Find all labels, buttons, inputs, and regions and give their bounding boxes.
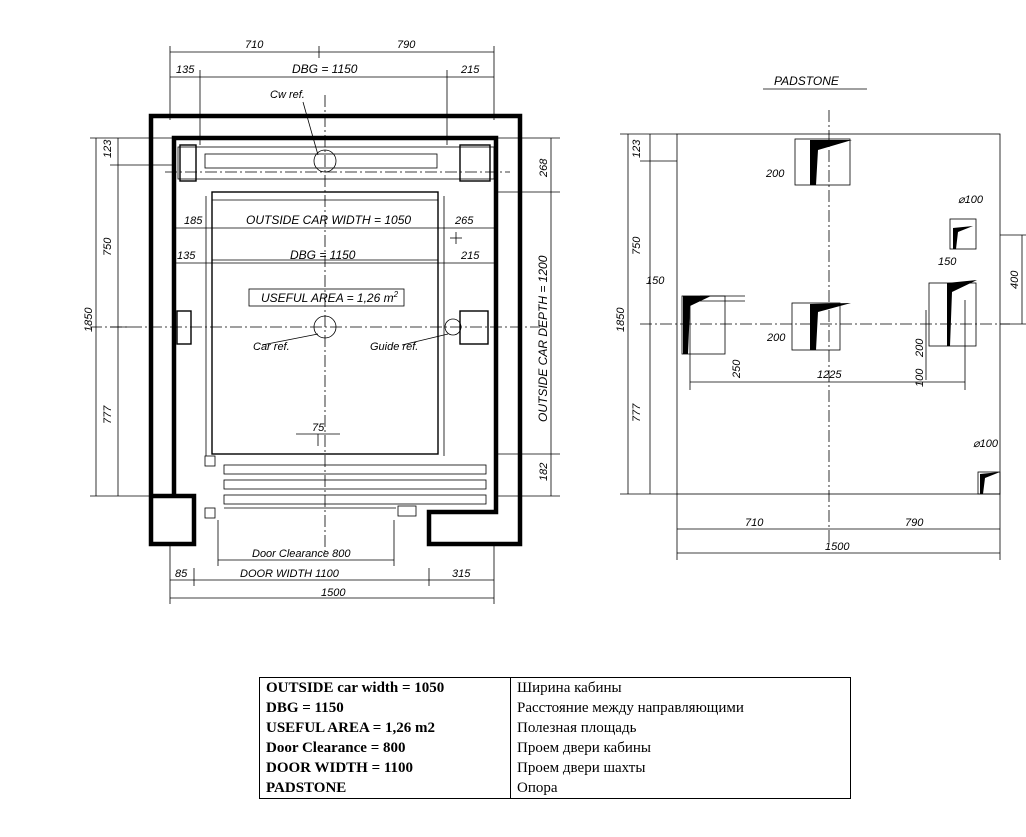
- legend-value: Опора: [510, 778, 851, 799]
- plan-right-182: 182: [538, 463, 550, 481]
- pad-dim-dia100-bot: ⌀100: [973, 438, 999, 450]
- door-clearance-label: Door Clearance 800: [252, 548, 351, 560]
- plan-dim-135-inner: 135: [177, 250, 196, 262]
- plan-dim-265: 265: [454, 215, 474, 227]
- legend-key: DBG = 1150: [259, 698, 511, 718]
- legend-key: PADSTONE: [259, 778, 511, 799]
- pad-left-1850: 1850: [615, 307, 627, 332]
- plan-dim-135-top: 135: [176, 64, 195, 76]
- plan-dim-215-inner: 215: [460, 250, 480, 262]
- pad-dim-150-left: 150: [646, 275, 665, 287]
- legend-key: Door Clearance = 800: [259, 738, 511, 758]
- pad-dim-100-vert: 100: [914, 368, 926, 387]
- legend-row: Door Clearance = 800 Проем двери кабины: [259, 738, 851, 758]
- cw-ref-label: Cw ref.: [270, 89, 305, 101]
- legend-key: USEFUL AREA = 1,26 m2: [259, 718, 511, 738]
- plan-dim-75: 75: [312, 422, 325, 434]
- legend-key: OUTSIDE car width = 1050: [259, 677, 511, 698]
- plan-right-268: 268: [538, 158, 550, 178]
- legend-value: Проем двери кабины: [510, 738, 851, 758]
- legend-table: OUTSIDE car width = 1050 Ширина кабины D…: [259, 677, 851, 799]
- useful-area-label: USEFUL AREA = 1,26 m2: [261, 290, 399, 305]
- pad-left-123: 123: [631, 139, 643, 158]
- legend-key: DOOR WIDTH = 1100: [259, 758, 511, 778]
- outside-car-width-label: OUTSIDE CAR WIDTH = 1050: [246, 213, 411, 227]
- plan-top-dim-790: 790: [397, 39, 416, 51]
- plan-left-1850: 1850: [83, 307, 95, 332]
- legend-value: Ширина кабины: [510, 677, 851, 698]
- plan-left-777: 777: [102, 405, 114, 424]
- pad-dim-250: 250: [731, 359, 743, 379]
- plan-dbg-inner: DBG = 1150: [290, 248, 356, 262]
- outside-car-depth-label: OUTSIDE CAR DEPTH = 1200: [536, 255, 550, 422]
- pad-dim-1225: 1225: [817, 369, 842, 381]
- shaft-plan: 710 790 135 DBG = 1150 215 Cw ref. OUTSI…: [83, 39, 560, 604]
- legend-row: PADSTONE Опора: [259, 778, 851, 799]
- legend-value: Расстояние между направляющими: [510, 698, 851, 718]
- plan-dim-215-top: 215: [460, 64, 480, 76]
- pad-dim-150-right: 150: [938, 256, 957, 268]
- pad-dim-dia100-top: ⌀100: [958, 194, 984, 206]
- legend-value: Проем двери шахты: [510, 758, 851, 778]
- pad-dim-1500: 1500: [825, 541, 850, 553]
- plan-left-750: 750: [102, 237, 114, 256]
- plan-left-123: 123: [102, 139, 114, 158]
- pad-dim-400: 400: [1009, 270, 1021, 289]
- plan-dbg-top: DBG = 1150: [292, 62, 358, 76]
- pad-dim-200-top: 200: [765, 168, 785, 180]
- pad-dim-200-vert: 200: [914, 338, 926, 358]
- plan-dim-185: 185: [184, 215, 203, 227]
- pad-left-750: 750: [631, 236, 643, 255]
- padstone-title: PADSTONE: [774, 74, 840, 88]
- guide-ref-label: Guide ref.: [370, 341, 418, 353]
- pad-left-777: 777: [631, 403, 643, 422]
- pad-dim-790: 790: [905, 517, 924, 529]
- plan-dim-85: 85: [175, 568, 188, 580]
- legend-row: USEFUL AREA = 1,26 m2 Полезная площадь: [259, 718, 851, 738]
- legend-row: DOOR WIDTH = 1100 Проем двери шахты: [259, 758, 851, 778]
- pad-dim-710: 710: [745, 517, 764, 529]
- plan-top-dim-710: 710: [245, 39, 264, 51]
- plan-dim-315: 315: [452, 568, 471, 580]
- door-width-label: DOOR WIDTH 1100: [240, 568, 340, 580]
- legend-row: OUTSIDE car width = 1050 Ширина кабины: [259, 677, 851, 698]
- legend-row: DBG = 1150 Расстояние между направляющим…: [259, 698, 851, 718]
- car-ref-label: Car ref.: [253, 341, 290, 353]
- padstone-plan: PADSTONE: [615, 74, 1026, 560]
- plan-dim-1500: 1500: [321, 587, 346, 599]
- legend-value: Полезная площадь: [510, 718, 851, 738]
- pad-dim-200-mid: 200: [766, 332, 786, 344]
